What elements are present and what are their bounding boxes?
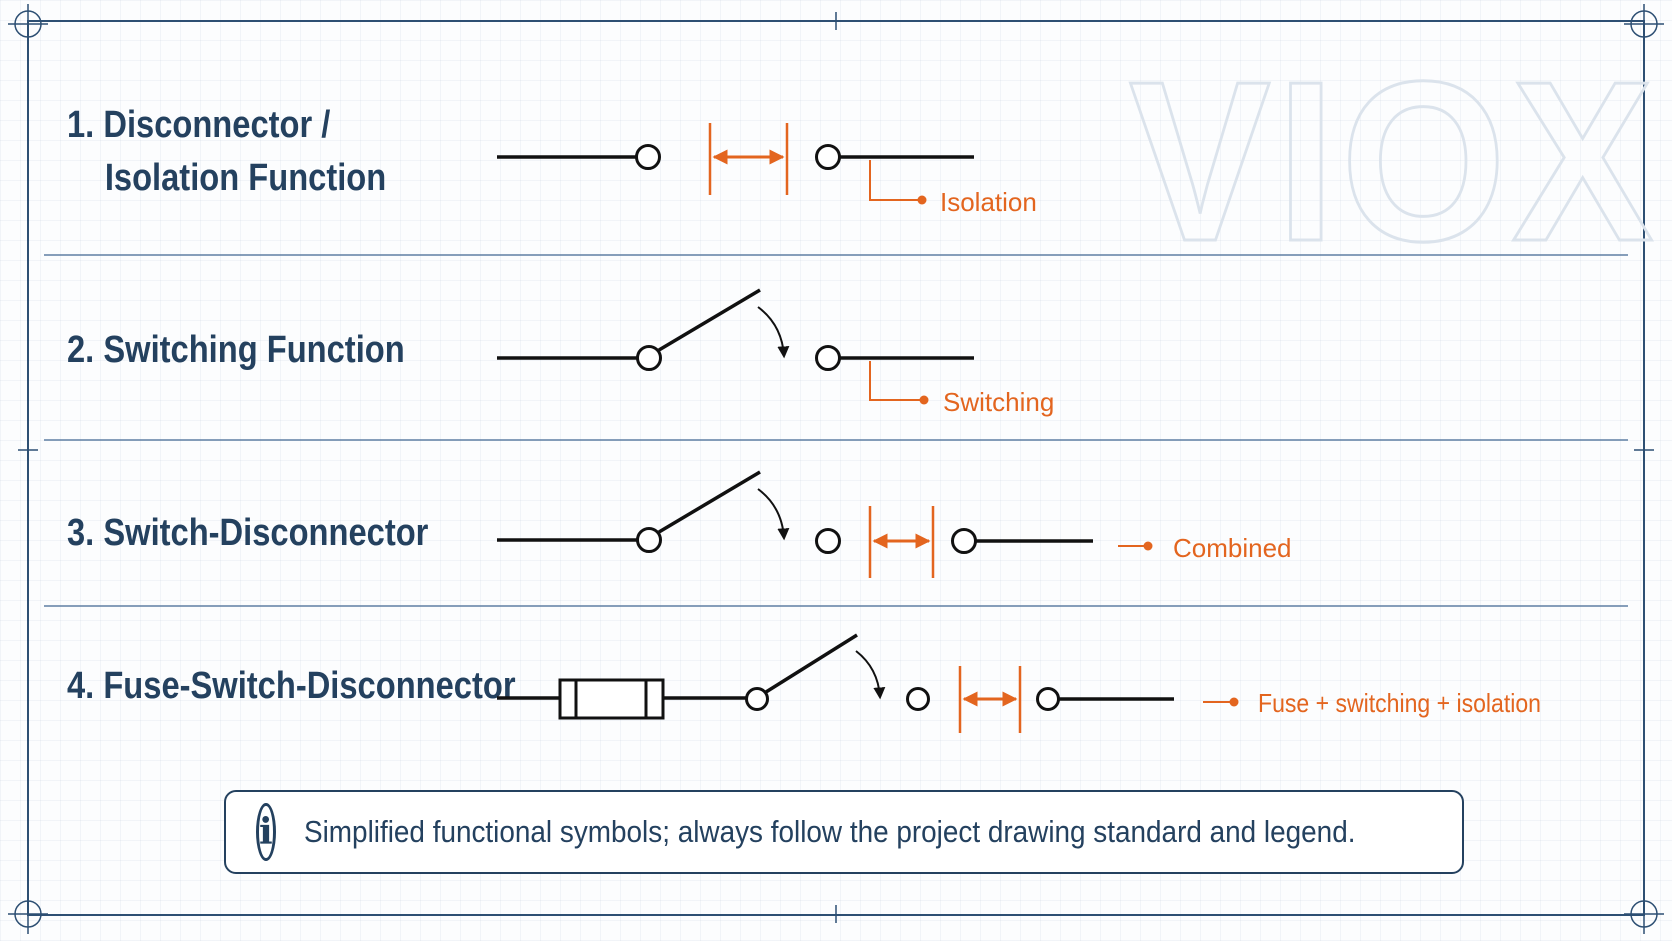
row-1-callout-line: [869, 160, 920, 201]
row-4-title: 4. Fuse-Switch-Disconnector: [67, 660, 516, 713]
row-2-terminal-left: [636, 345, 662, 371]
row-3-title: 3. Switch-Disconnector: [67, 507, 428, 560]
row-2-switch-blade: [658, 288, 761, 352]
row-2-motion-arrow: [757, 306, 790, 359]
row-3-tag: Combined: [1173, 533, 1292, 563]
row-2-title-text: Switching Function: [103, 329, 405, 371]
row-3-switch-blade: [658, 470, 761, 534]
row-3-terminal-right: [951, 528, 977, 554]
row-3-terminal-middle: [815, 528, 841, 554]
row-3-motion-arrow: [757, 488, 790, 541]
row-4-symbol: Fuse + switching + isolation: [497, 633, 1541, 733]
row-2-callout-dot: [919, 395, 929, 405]
row-3-terminal-left: [636, 527, 662, 553]
row-1-tag: Isolation: [940, 187, 1037, 217]
row-2-symbol: Switching: [497, 288, 1054, 417]
row-3-symbol: Combined: [497, 470, 1292, 578]
row-1-title-line2: Isolation Function: [104, 157, 387, 199]
row-2-terminal-right: [815, 345, 841, 371]
corner-marker-bottom-right: [1624, 894, 1664, 934]
watermark-logo: VIOX: [1129, 35, 1659, 289]
row-1-symbol: Isolation: [497, 123, 1037, 217]
row-4-terminal-left: [745, 687, 769, 711]
info-note-text: Simplified functional symbols; always fo…: [303, 814, 1356, 849]
row-4-title-text: Fuse-Switch-Disconnector: [103, 665, 516, 707]
row-dividers: [44, 254, 1628, 607]
row-3-callout-dot: [1143, 541, 1153, 551]
frame-ticks: [18, 12, 1654, 923]
corner-marker-top-right: [1624, 4, 1664, 44]
row-4-number: 4.: [67, 665, 95, 707]
row-1-number: 1.: [67, 104, 95, 146]
row-4-motion-arrow: [855, 650, 886, 700]
row-3-number: 3.: [67, 512, 95, 554]
row-4-terminal-right: [1036, 687, 1060, 711]
row-2-number: 2.: [67, 329, 95, 371]
corner-marker-top-left: [8, 4, 48, 44]
row-1-title-line1: Disconnector /: [103, 104, 331, 146]
row-4-fuse-symbol: [558, 678, 665, 720]
row-4-tag: Fuse + switching + isolation: [1258, 688, 1541, 718]
info-note: i Simplified functional symbols; always …: [224, 790, 1464, 874]
row-4-terminal-middle: [906, 687, 930, 711]
row-1-callout-dot: [917, 195, 927, 205]
row-3-title-text: Switch-Disconnector: [103, 512, 429, 554]
row-1-terminal-left: [635, 144, 661, 170]
info-icon: i: [256, 803, 276, 861]
row-4-switch-blade: [765, 633, 858, 694]
corner-marker-bottom-left: [8, 894, 48, 934]
row-4-callout-dot: [1229, 697, 1239, 707]
row-1-terminal-right: [815, 144, 841, 170]
row-2-callout-line: [869, 361, 922, 401]
row-2-title: 2. Switching Function: [67, 324, 405, 377]
row-2-tag: Switching: [943, 387, 1054, 417]
row-1-title: 1. Disconnector / Isolation Function: [67, 99, 386, 205]
